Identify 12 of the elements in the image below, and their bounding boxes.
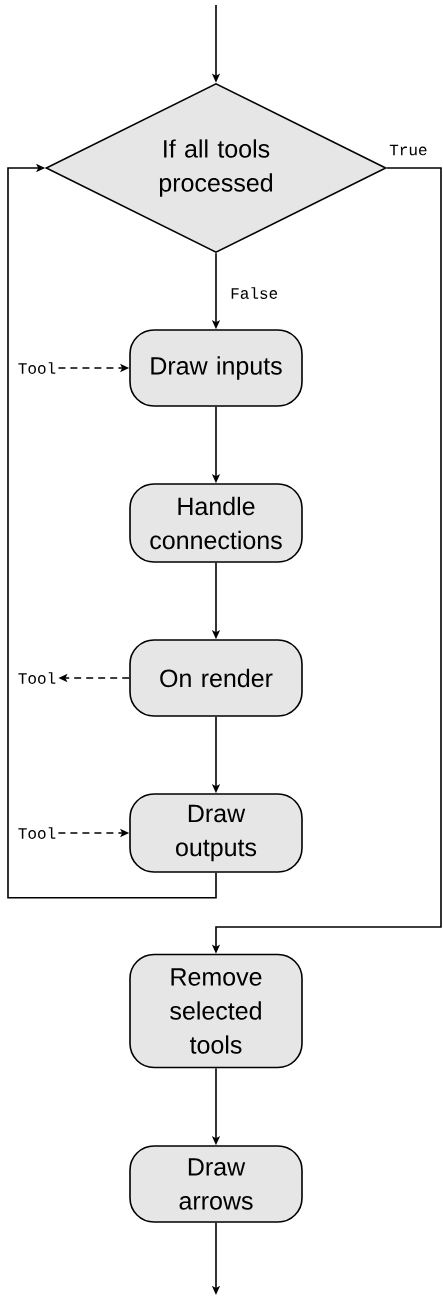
process-box: Draw inputs [129,329,303,407]
process-box: Draw outputs [129,793,303,873]
edge-label: False [229,286,280,300]
text-label: Tool [18,672,56,684]
process-box: Draw arrows [129,1145,303,1223]
process-box: Remove selected tools [129,953,303,1069]
arrow [7,163,217,899]
process-box: On render [129,639,303,717]
text-label: Tool [18,362,56,374]
text-label: Tool [18,827,56,839]
process-box: Handle connections [129,483,303,563]
edge-label: True [388,143,429,157]
